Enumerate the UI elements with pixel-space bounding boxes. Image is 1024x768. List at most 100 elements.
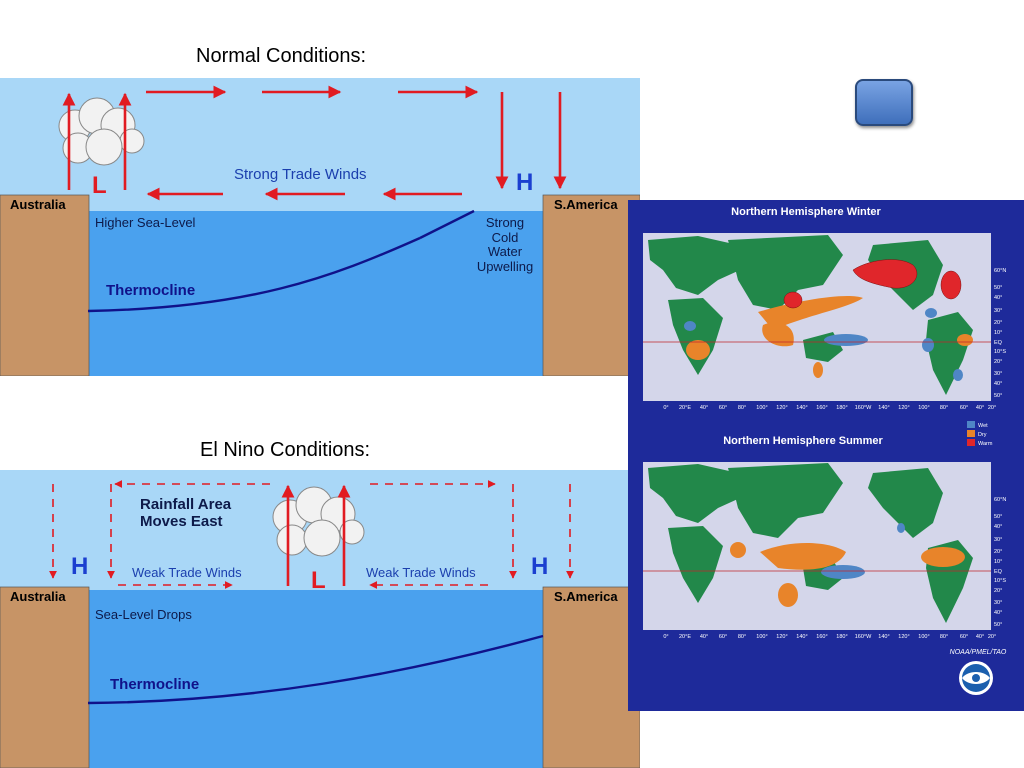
lon-label: 100° [918,405,929,411]
legend-swatch-wet [967,421,975,428]
lon-label: 40° [700,405,708,411]
sea-level-label: Higher Sea-Level [95,215,196,230]
lat-label: 10°S [994,349,1006,355]
legend-swatch-dry [967,430,975,437]
lat-label: 60°N [994,268,1006,274]
sea-level-label: Sea-Level Drops [95,607,192,622]
upwelling-label-line: Water [488,244,523,259]
lon-label: 40° [976,634,984,640]
lat-label: EQ [994,569,1003,575]
lon-label: 120° [776,634,787,640]
summer-map [643,462,991,630]
ocean [88,590,543,768]
lon-label: 160°W [855,405,872,411]
lat-label: 50° [994,622,1002,628]
legend-swatch-warm [967,439,975,446]
lon-label: 60° [719,405,727,411]
lon-label: 180° [836,634,847,640]
lon-label: 0° [663,405,668,411]
south-america-label: S.America [554,197,618,212]
lon-label: 160° [816,405,827,411]
lat-label: 40° [994,524,1002,530]
lon-label: 100° [756,634,767,640]
lat-label: 40° [994,381,1002,387]
high-pressure-marker-west: H [71,553,88,580]
upwelling-label: Strong Cold Water Upwelling [477,215,533,274]
australia-landmass [0,586,90,768]
legend-label-dry: Dry [978,432,987,438]
thermocline-label: Thermocline [106,282,195,299]
map-legend: Wet Dry Warm [967,421,993,447]
lon-label: 140° [796,405,807,411]
weak-trade-winds-label-east: Weak Trade Winds [366,565,476,580]
lon-label: 20° [988,634,996,640]
lon-label: 60° [719,634,727,640]
lon-label: 80° [940,634,948,640]
south-america-landmass [542,586,640,768]
lat-label: 10°S [994,578,1006,584]
summer-map-title: Northern Hemisphere Summer [723,435,883,447]
lon-label: 80° [738,634,746,640]
lon-label: 100° [756,405,767,411]
strong-trade-winds-label: Strong Trade Winds [234,166,367,183]
el-nino-conditions-diagram: L H H Rainfall Area Moves East Weak Trad… [0,470,640,768]
lat-label: 20° [994,549,1002,555]
lon-label: 60° [960,405,968,411]
thermocline-label: Thermocline [110,676,199,693]
lat-label: 30° [994,371,1002,377]
lon-label: 180° [836,405,847,411]
lon-label: 120° [776,405,787,411]
noaa-maps-panel: Northern Hemisphere Winter Northern Hemi… [628,200,1024,711]
low-pressure-marker: L [92,172,107,199]
lat-label: 30° [994,537,1002,543]
lon-label: 40° [700,634,708,640]
lat-label: 40° [994,295,1002,301]
lon-label: 120° [898,634,909,640]
lon-label: 80° [940,405,948,411]
cloud-icon [272,486,365,557]
upwelling-label-line: Cold [492,230,519,245]
lon-label: 0° [663,634,668,640]
normal-conditions-title: Normal Conditions: [196,45,367,67]
upwelling-label-line: Strong [486,215,524,230]
lon-label: 100° [918,634,929,640]
lon-label: 80° [738,405,746,411]
lon-label: 140° [878,634,889,640]
legend-label-wet: Wet [978,423,988,429]
high-pressure-marker-east: H [531,553,548,580]
normal-conditions-diagram: L H Strong Trade Winds Australia S.Ameri… [0,78,640,376]
australia-landmass [0,194,90,376]
lat-label: 10° [994,559,1002,565]
winter-map [643,233,991,401]
lon-label: 140° [878,405,889,411]
lat-label: 30° [994,308,1002,314]
high-pressure-marker: H [516,169,533,196]
lat-label: EQ [994,340,1003,346]
thermocline-line [87,634,544,705]
upwelling-label-line: Upwelling [477,259,533,274]
lat-label: 50° [994,393,1002,399]
winter-map-title: Northern Hemisphere Winter [731,206,881,218]
summer-longitude-labels: 0° 20°E 40° 60° 80° 100° 120° 140° 160° … [663,634,996,640]
el-nino-conditions-title: El Nino Conditions: [200,439,371,461]
weak-trade-winds-label-west: Weak Trade Winds [132,565,242,580]
legend-label-warm: Warm [978,441,993,447]
thermocline-line [87,236,421,313]
australia-label: Australia [10,197,66,212]
lon-label: 140° [796,634,807,640]
noaa-logo-icon [959,661,993,695]
action-button[interactable] [855,79,913,126]
lat-label: 30° [994,600,1002,606]
lon-label: 20°E [679,634,691,640]
noaa-credit: NOAA/PMEL/TAO [950,649,1007,656]
lat-label: 20° [994,359,1002,365]
lat-label: 20° [994,588,1002,594]
lat-label: 60°N [994,497,1006,503]
ocean [88,211,543,376]
lon-label: 20°E [679,405,691,411]
lat-label: 40° [994,610,1002,616]
south-america-landmass [542,194,640,376]
lat-label: 50° [994,285,1002,291]
lon-label: 160°W [855,634,872,640]
lat-label: 20° [994,320,1002,326]
